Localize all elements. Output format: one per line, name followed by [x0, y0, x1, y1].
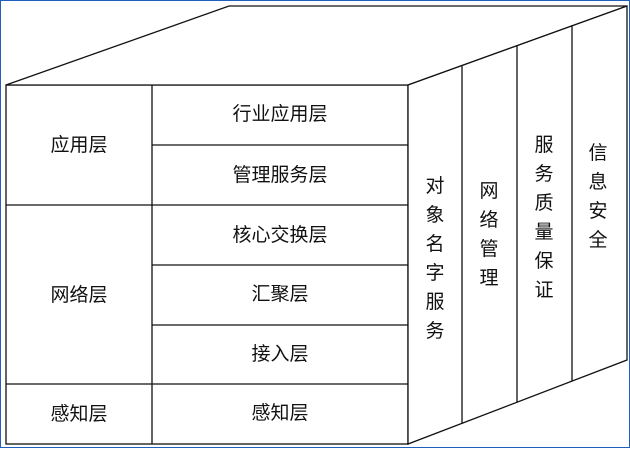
layer-label-aggregation: 汇聚层 [251, 283, 308, 305]
side-column-label-3: 服务质量保证 [534, 134, 553, 301]
side-column-label-4: 信息安全 [588, 142, 607, 251]
side-column-label-1: 对象名字服务 [425, 175, 444, 342]
layer-label-access: 接入层 [251, 343, 308, 365]
group-label-application: 应用层 [50, 134, 107, 156]
side-column-label-2: 网络管理 [479, 180, 498, 289]
group-label-perception: 感知层 [50, 403, 107, 425]
group-label-network: 网络层 [50, 284, 107, 306]
layer-label-core-switch: 核心交换层 [232, 224, 327, 246]
side-column-labels: 对象名字服务 网络管理 服务质量保证 信息安全 [425, 134, 607, 342]
layer-label-industry-app: 行业应用层 [232, 103, 327, 125]
layer-label-management-service: 管理服务层 [232, 164, 327, 186]
layer-label-perception: 感知层 [251, 402, 308, 424]
